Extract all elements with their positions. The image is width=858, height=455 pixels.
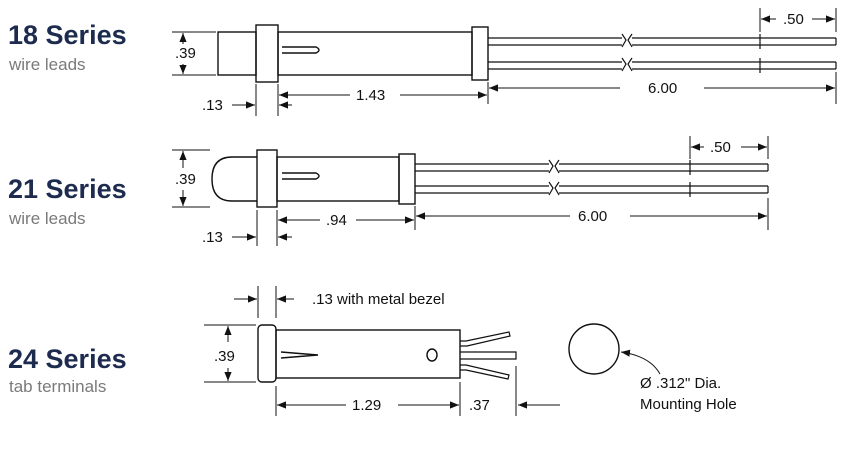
mounting-hole-leader — [620, 349, 661, 375]
series-24-height-label: .39 — [214, 348, 235, 365]
series-21-height-label: .39 — [175, 171, 196, 188]
series-18-bezel-label: .13 — [202, 97, 223, 114]
series-18-body-label: 1.43 — [356, 87, 385, 104]
series-18-subtitle: wire leads — [9, 55, 86, 74]
series-24-bezel-label: .13 with metal bezel — [312, 291, 445, 308]
series-21-rear-cap — [398, 153, 416, 205]
series-24-tabs-label: .37 — [469, 397, 490, 414]
series-24-lamp-element — [280, 351, 319, 359]
series-24-body — [275, 329, 461, 379]
mounting-hole-label-1: Ø .312" Dia. — [640, 375, 721, 392]
series-21-bezel — [256, 149, 278, 208]
series-21-lens — [211, 156, 257, 202]
series-24-dimensions — [204, 286, 661, 416]
series-21-subtitle: wire leads — [9, 209, 86, 228]
series-18-strip-label: .50 — [783, 11, 804, 28]
series-24-subtitle: tab terminals — [9, 377, 107, 396]
series-24-title: 24 Series — [8, 344, 127, 374]
series-24-drawing — [204, 286, 661, 416]
series-21-lamp-element — [282, 172, 320, 180]
series-18-drawing — [172, 8, 837, 116]
series-18-lens — [217, 31, 257, 76]
series-18-title: 18 Series — [8, 20, 127, 50]
series-18-leads — [488, 33, 837, 73]
series-21-body-label: .94 — [326, 212, 347, 229]
series-18-bezel — [255, 24, 279, 83]
series-18-dimensions — [172, 8, 837, 116]
series-18-leads-label: 6.00 — [648, 80, 677, 97]
mounting-hole-label-2: Mounting Hole — [640, 396, 737, 413]
series-21-drawing — [172, 136, 769, 246]
series-18-lamp-element — [282, 46, 320, 54]
mounting-hole-circle — [568, 323, 620, 375]
series-21-strip-label: .50 — [710, 139, 731, 156]
series-21-leads — [415, 159, 769, 197]
series-21-dimensions — [172, 136, 769, 246]
series-21-leads-label: 6.00 — [578, 208, 607, 225]
series-21-title: 21 Series — [8, 174, 127, 204]
series-24-rivet — [426, 348, 438, 362]
series-18-height-label: .39 — [175, 45, 196, 62]
series-21-bezel-label: .13 — [202, 229, 223, 246]
series-18-rear-cap — [471, 26, 489, 81]
series-24-bezel — [257, 324, 277, 383]
series-24-body-label: 1.29 — [352, 397, 381, 414]
series-24-tab-terminals — [460, 331, 517, 380]
